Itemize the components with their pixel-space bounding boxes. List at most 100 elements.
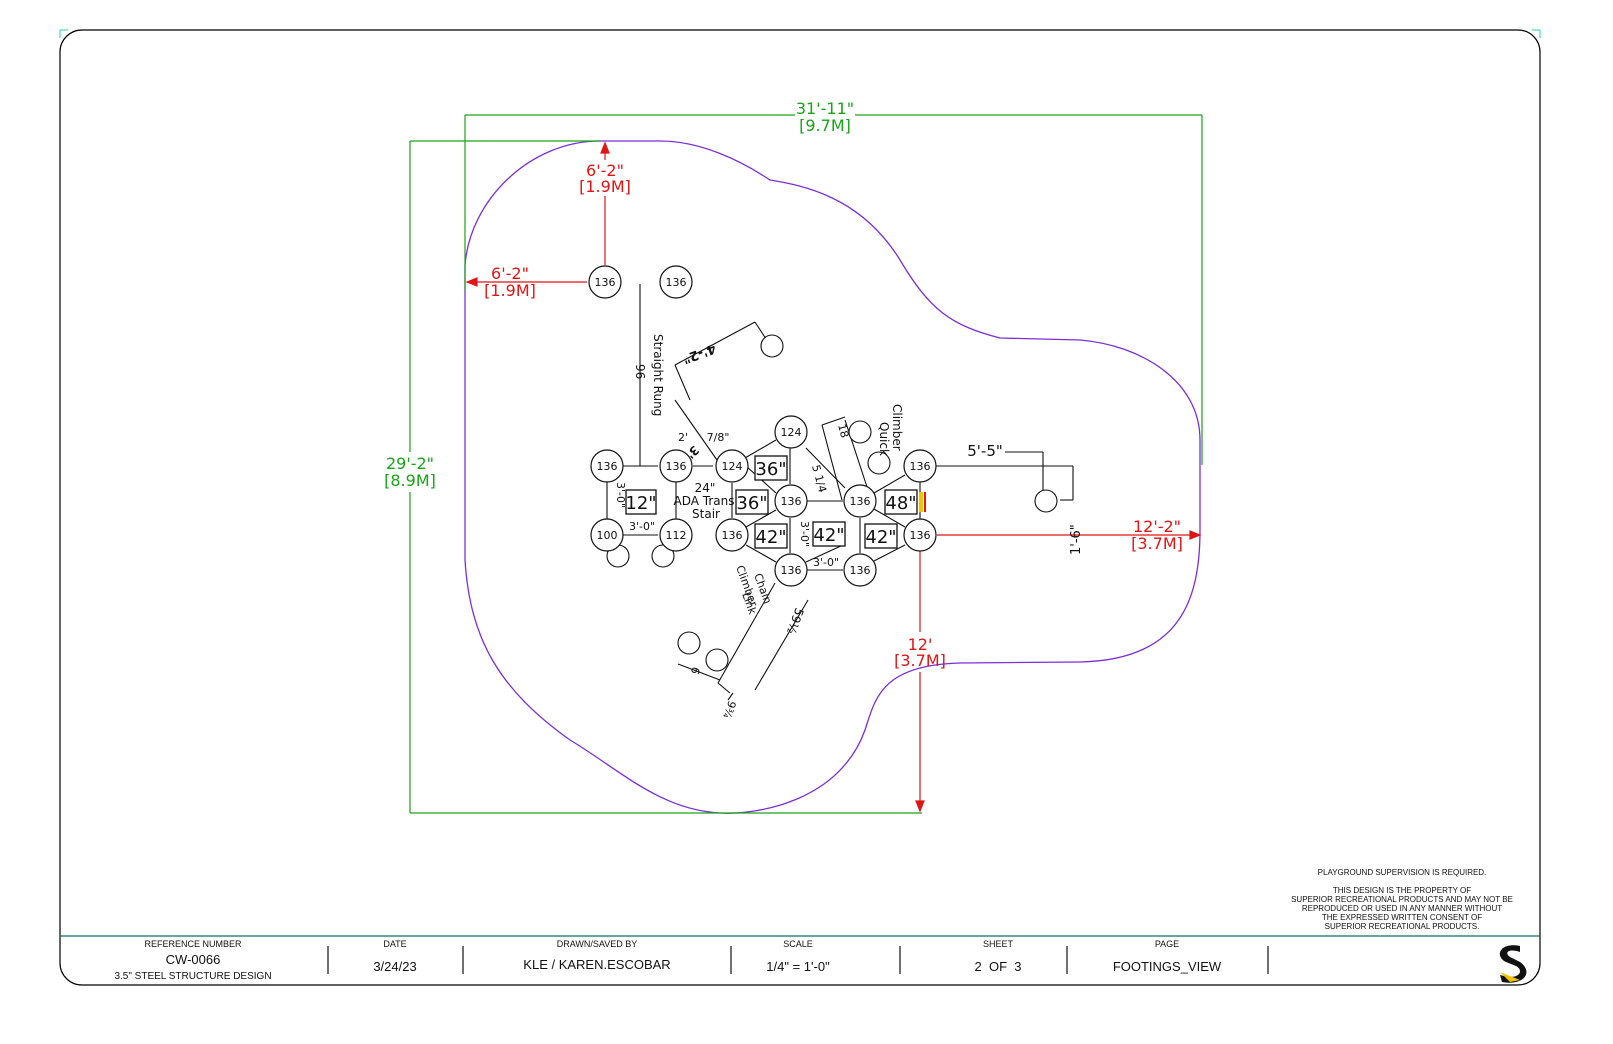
overall-depth-metric: [8.9M] — [384, 471, 436, 490]
footing-post-label: 100 — [597, 529, 618, 542]
footing-post-label: 136 — [666, 460, 687, 473]
deck-height-label: 42" — [865, 527, 896, 548]
straight-rung-dimension: 96 — [633, 364, 647, 379]
property-note-5: SUPERIOR RECREATIONAL PRODUCTS. — [1325, 922, 1480, 931]
left-clearance-label: 6'-2" — [491, 264, 529, 283]
footing-post-label: 124 — [722, 460, 743, 473]
ada-stair-label: ADA Trans — [674, 494, 735, 508]
footing-post: 136 — [843, 484, 877, 518]
chain-link-dimension-9-3-4: 9¾ — [720, 699, 738, 720]
page-value: FOOTINGS_VIEW — [1113, 959, 1222, 974]
footing-post-circle — [590, 518, 624, 552]
footing-post-circle — [588, 265, 622, 299]
deck-labels-layer: 12" 36" 36" 48" 42" 42" 42" — [625, 459, 916, 548]
supervision-note: PLAYGROUND SUPERVISION IS REQUIRED. — [1318, 868, 1487, 877]
ada-stair-label-2: Stair — [692, 507, 720, 521]
property-note-2: SUPERIOR RECREATIONAL PRODUCTS AND MAY N… — [1291, 895, 1513, 904]
deck-height-label: 48" — [885, 493, 916, 514]
footing-post: 136 — [588, 265, 622, 299]
dimension-3-0-b: 3'-0" — [629, 520, 655, 533]
chain-link-dimension-6: 6 — [688, 665, 703, 676]
footing-post-circle — [903, 518, 937, 552]
footing-post-circle — [903, 449, 937, 483]
drawn-by-label: DRAWN/SAVED BY — [557, 939, 638, 949]
dimension-3-0-a: 3'-0" — [614, 482, 627, 508]
footing-post-label: 136 — [781, 564, 802, 577]
deck-height-label: 36" — [755, 459, 786, 480]
dimension-3-0-c: 3'-0" — [798, 521, 811, 547]
deck-height-label: 42" — [813, 525, 844, 546]
sheet-border — [59, 29, 1541, 986]
footing-post: 136 — [903, 518, 937, 552]
deck-height-label: 12" — [625, 493, 656, 514]
footing-post-label: 136 — [722, 529, 743, 542]
overall-width-dimension — [464, 114, 1203, 465]
page-label: PAGE — [1155, 939, 1179, 949]
dimension-18: 18 — [835, 422, 851, 439]
footing-post: 100 — [590, 518, 624, 552]
left-clearance-dimension — [465, 277, 587, 287]
deck-height-label: 42" — [755, 527, 786, 548]
date-label: DATE — [383, 939, 406, 949]
bottom-clearance-dimension — [915, 551, 925, 813]
spinner-dimension-5-5: 5'-5" — [967, 442, 1003, 460]
footing-post-circle — [843, 553, 877, 587]
footing-post-label: 112 — [666, 529, 687, 542]
deck-boxes — [625, 455, 918, 549]
footing-post: 136 — [774, 553, 808, 587]
property-note-4: THE EXPRESSED WRITTEN CONSENT OF — [1322, 913, 1482, 922]
sheet-corner-mark-right — [1532, 29, 1541, 38]
footing-post: 136 — [659, 449, 693, 483]
dimension-2-left: 2' — [678, 431, 688, 444]
right-clearance-dimension — [937, 530, 1202, 540]
footing-post-circle — [843, 484, 877, 518]
footing-post: 136 — [659, 265, 693, 299]
footing-post-label: 124 — [781, 426, 802, 439]
overall-depth-label: 29'-2" — [386, 454, 434, 473]
footing-post: 136 — [903, 449, 937, 483]
deck-marker — [919, 492, 923, 512]
footing-post-label: 136 — [910, 460, 931, 473]
reference-number-label: REFERENCE NUMBER — [144, 939, 242, 949]
reference-description: 3.5" STEEL STRUCTURE DESIGN — [114, 971, 271, 982]
footing-post-circle — [715, 518, 749, 552]
overall-depth-dimension — [409, 140, 922, 814]
footing-post-label: 136 — [850, 564, 871, 577]
right-clearance-label: 12'-2" — [1133, 517, 1181, 536]
quick-climber-label-2: Climber — [890, 404, 904, 451]
sheet-label: SHEET — [983, 939, 1014, 949]
footing-post-label: 136 — [910, 529, 931, 542]
top-clearance-label: 6'-2" — [586, 161, 624, 180]
use-zone-outline — [464, 140, 1201, 814]
footing-post-label: 136 — [666, 276, 687, 289]
overall-width-label: 31'-11" — [796, 99, 854, 118]
company-logo — [1499, 945, 1527, 983]
bottom-clearance-metric: [3.7M] — [894, 651, 946, 670]
sheet-corner-mark-left — [59, 29, 68, 38]
ada-stair-height: 24" — [695, 481, 716, 495]
footing-post-circle — [590, 449, 624, 483]
dimension-3-0-d: 3'-0" — [813, 556, 839, 569]
scale-value: 1/4" = 1'-0" — [766, 959, 830, 974]
footing-post: 112 — [659, 518, 693, 552]
scale-label: SCALE — [783, 939, 813, 949]
dimension-7-8: 7/8" — [707, 431, 730, 444]
drawn-by-value: KLE / KAREN.ESCOBAR — [523, 957, 670, 972]
date-value: 3/24/23 — [373, 959, 416, 974]
deck-height-label: 36" — [736, 493, 767, 514]
slide-dimension-4-2: 4'-2" — [680, 340, 717, 366]
chain-link-dimension-59: 59½ — [784, 606, 806, 636]
footing-post-label: 136 — [850, 495, 871, 508]
sheet-value: 2 OF 3 — [975, 959, 1022, 974]
top-clearance-metric: [1.9M] — [579, 177, 631, 196]
straight-rung-label: Straight Rung — [651, 334, 665, 416]
footing-post-circle — [774, 553, 808, 587]
footing-post-circle — [774, 415, 808, 449]
footing-post-circle — [715, 449, 749, 483]
overall-width-metric: [9.7M] — [799, 116, 851, 135]
footing-post-circle — [659, 518, 693, 552]
quick-climber-label: Quick — [877, 422, 891, 456]
footing-post: 136 — [774, 484, 808, 518]
footing-post: 124 — [715, 449, 749, 483]
